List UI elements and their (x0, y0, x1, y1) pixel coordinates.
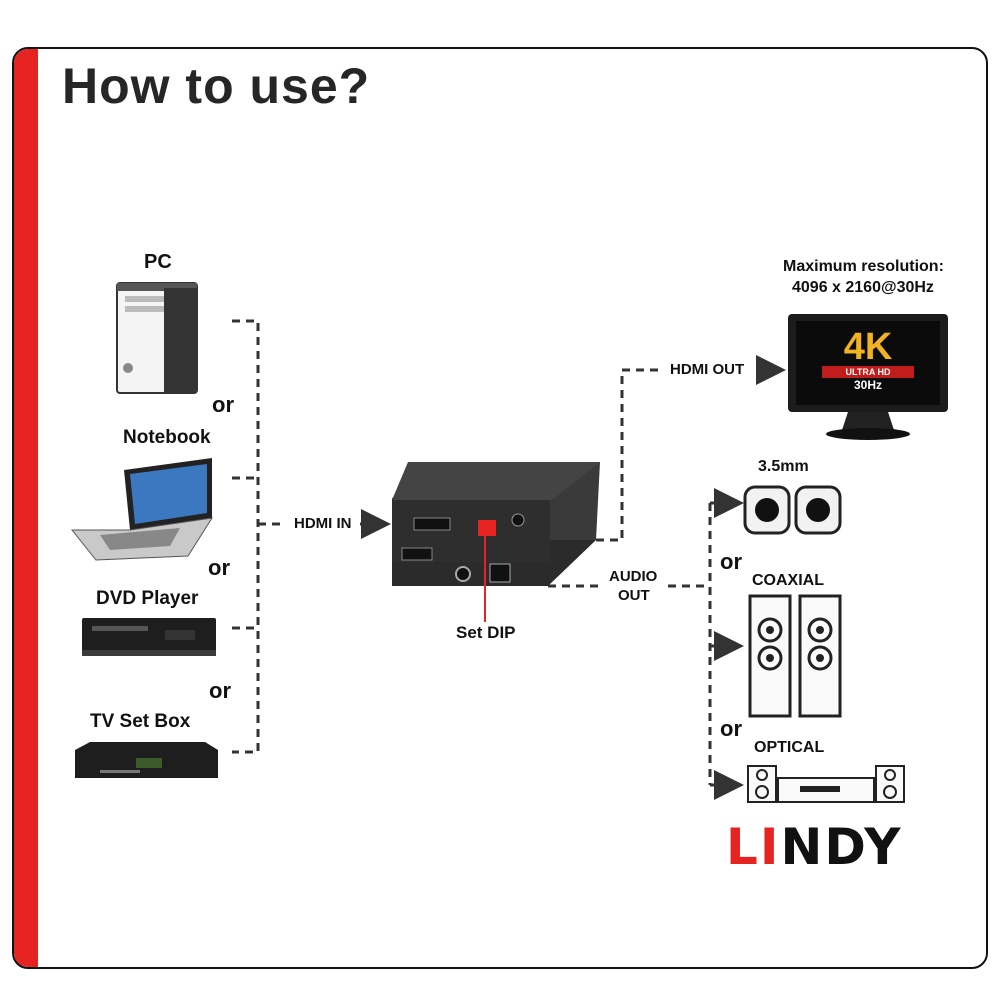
logo-rest: NDY (780, 818, 903, 876)
label-pc: PC (144, 251, 172, 273)
desktop-speakers-icon (743, 485, 842, 535)
hdmi-audio-extractor-device-icon (392, 462, 600, 622)
pc-tower-icon (116, 282, 198, 394)
source-wires (232, 319, 282, 754)
tower-speakers-icon (748, 594, 842, 718)
badge-4k-text: 4K (843, 326, 893, 368)
tv-set-box-icon (75, 742, 218, 778)
label-hdmi-out: HDMI OUT (670, 361, 745, 378)
badge-hz-text: 30Hz (853, 378, 882, 392)
label-or-1: or (212, 392, 234, 417)
lindy-logo: LINDY (726, 818, 902, 876)
monitor-icon (788, 314, 948, 440)
label-3-5mm: 3.5mm (758, 458, 809, 475)
label-or-audio-2: or (720, 716, 742, 741)
audio-out-wires (548, 503, 712, 785)
label-coaxial: COAXIAL (752, 572, 824, 589)
label-audio-out-line2: OUT (618, 587, 650, 604)
logo-i: I (759, 818, 781, 876)
label-dvd-player: DVD Player (96, 588, 199, 609)
logo-l: L (726, 818, 760, 876)
page-title: How to use? (62, 58, 371, 114)
accent-bar (14, 49, 38, 967)
label-or-3: or (209, 678, 231, 703)
label-set-dip: Set DIP (456, 623, 516, 642)
hifi-system-icon (747, 765, 905, 803)
dvd-player-icon (82, 618, 216, 656)
label-optical: OPTICAL (754, 739, 825, 756)
label-notebook: Notebook (123, 427, 211, 448)
4k-badge: 4K ULTRA HD 30Hz (822, 328, 914, 394)
label-resolution-value: 4096 x 2160@30Hz (792, 279, 934, 296)
label-max-resolution: Maximum resolution: (783, 258, 944, 275)
label-or-2: or (208, 555, 230, 580)
notebook-icon (70, 458, 214, 561)
label-hdmi-in: HDMI IN (294, 515, 352, 532)
label-tv-set-box: TV Set Box (90, 711, 191, 732)
badge-ultra-text: ULTRA HD (822, 366, 914, 378)
label-audio-out-line1: AUDIO (609, 568, 658, 585)
label-or-audio-1: or (720, 549, 742, 574)
hdmi-out-wire (596, 368, 662, 542)
